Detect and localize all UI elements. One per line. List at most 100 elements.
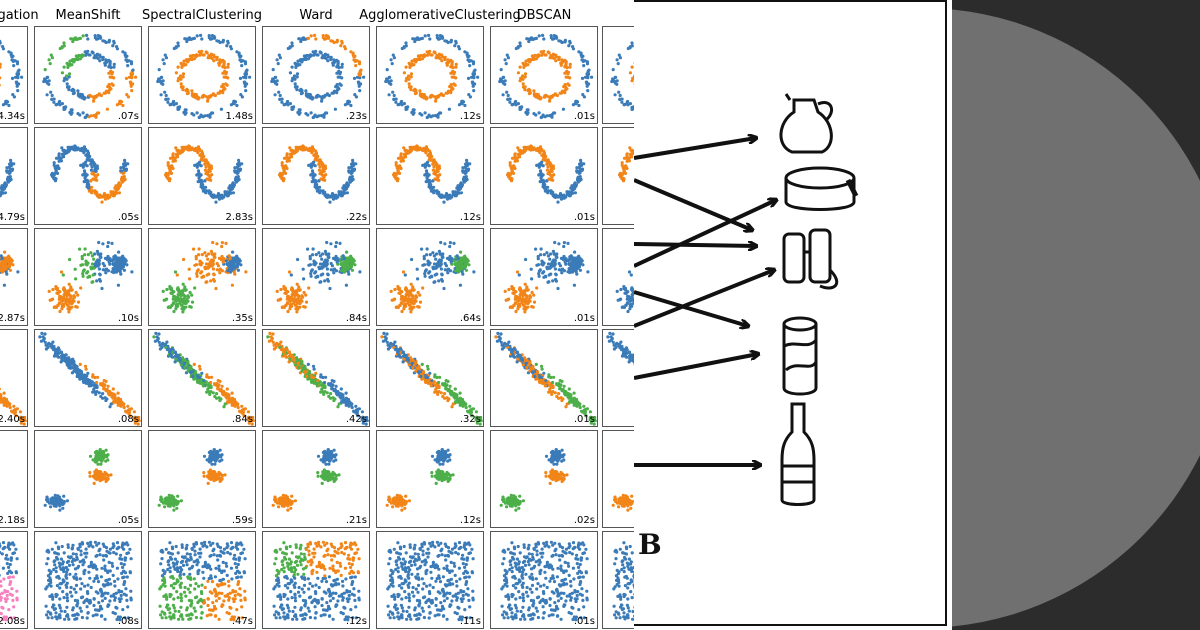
scatter-plot <box>270 33 366 120</box>
scatter-point <box>467 93 471 97</box>
scatter-point <box>76 300 81 304</box>
scatter-point <box>587 68 591 72</box>
scatter-point <box>176 287 181 291</box>
scatter-point <box>16 89 20 93</box>
scatter-point <box>98 55 103 59</box>
scatter-point <box>324 56 328 60</box>
scatter-point <box>354 162 358 166</box>
scatter-point <box>424 162 428 166</box>
scatter-point <box>427 113 431 117</box>
scatter-point <box>181 72 186 76</box>
scatter-point <box>551 178 555 182</box>
scatter-point <box>332 271 336 275</box>
scatter-point <box>183 108 187 112</box>
scatter-point <box>276 62 280 66</box>
scatter-point <box>580 55 584 59</box>
scatter-point <box>429 189 433 193</box>
scatter-point <box>432 158 436 162</box>
scatter-point <box>620 173 624 177</box>
scatter-point <box>550 113 554 117</box>
scatter-point <box>564 62 568 67</box>
scatter-point <box>342 189 346 193</box>
scatter-point <box>398 166 402 170</box>
scatter-point <box>81 272 85 276</box>
scatter-point <box>549 165 553 169</box>
scatter-point <box>581 59 585 64</box>
scatter-point <box>92 257 96 261</box>
scatter-point <box>321 162 325 166</box>
scatter-point <box>300 88 304 93</box>
scatter-point <box>2 261 6 265</box>
scatter-point <box>73 295 77 299</box>
runtime-label: .12s <box>459 212 481 223</box>
plot-cell: 4.79s <box>0 127 28 225</box>
scatter-point <box>429 53 433 57</box>
scatter-point <box>182 297 186 301</box>
scatter-point <box>533 53 537 58</box>
scatter-point <box>54 285 58 289</box>
scatter-point <box>335 88 339 92</box>
scatter-point <box>349 103 353 108</box>
scatter-point <box>449 88 453 92</box>
scatter-point <box>331 39 335 43</box>
scatter-point <box>101 242 105 246</box>
scatter-point <box>243 62 248 66</box>
scatter-point <box>314 155 319 159</box>
scatter-point <box>550 169 554 173</box>
scatter-point <box>121 103 125 108</box>
scatter-point <box>169 291 173 295</box>
scatter-point <box>451 66 455 70</box>
scatter-point <box>303 305 307 309</box>
scatter-point <box>631 149 634 153</box>
scatter-point <box>105 107 109 111</box>
scatter-point <box>196 169 201 173</box>
scatter-point <box>176 79 180 83</box>
scatter-point <box>304 293 308 297</box>
scatter-point <box>298 305 302 309</box>
scatter-point <box>435 54 439 58</box>
scatter-point <box>166 100 170 104</box>
scatter-point <box>299 92 303 96</box>
scatter-point <box>407 82 411 86</box>
scatter-point <box>119 166 123 170</box>
scatter-point <box>304 89 308 93</box>
scatter-point <box>117 250 121 254</box>
scatter-point <box>472 270 476 274</box>
scatter-point <box>577 50 581 54</box>
scatter-point <box>5 166 9 170</box>
scatter-point <box>443 55 447 59</box>
scatter-point <box>577 103 581 108</box>
scatter-point <box>164 56 168 60</box>
scatter-point <box>78 247 82 251</box>
plot-cell: .35s <box>148 228 256 326</box>
scatter-point <box>235 50 239 54</box>
scatter-point <box>334 244 338 249</box>
scatter-point <box>394 173 398 177</box>
scatter-point <box>452 72 456 76</box>
plot-cell: .01s <box>490 26 598 124</box>
scatter-point <box>238 55 242 59</box>
scatter-point <box>324 264 328 268</box>
scatter-point <box>0 65 2 69</box>
scatter-point <box>425 50 429 54</box>
scatter-point <box>187 295 191 299</box>
scatter-point <box>471 80 475 84</box>
scatter-point <box>199 113 203 117</box>
scatter-point <box>190 293 194 297</box>
scatter-point <box>68 293 72 297</box>
scatter-point <box>110 241 114 245</box>
scatter-point <box>101 55 105 59</box>
scatter-point <box>290 65 294 69</box>
scatter-point <box>423 272 427 276</box>
scatter-point <box>318 185 322 189</box>
scatter-point <box>471 84 475 88</box>
scatter-point <box>123 163 127 168</box>
scatter-point <box>210 252 214 256</box>
scatter-point <box>211 92 215 96</box>
scatter-point <box>562 85 566 89</box>
scatter-point <box>434 99 438 103</box>
scatter-point <box>345 181 349 185</box>
scatter-point <box>299 37 303 41</box>
scatter-point <box>409 72 414 76</box>
scatter-point <box>92 95 96 99</box>
